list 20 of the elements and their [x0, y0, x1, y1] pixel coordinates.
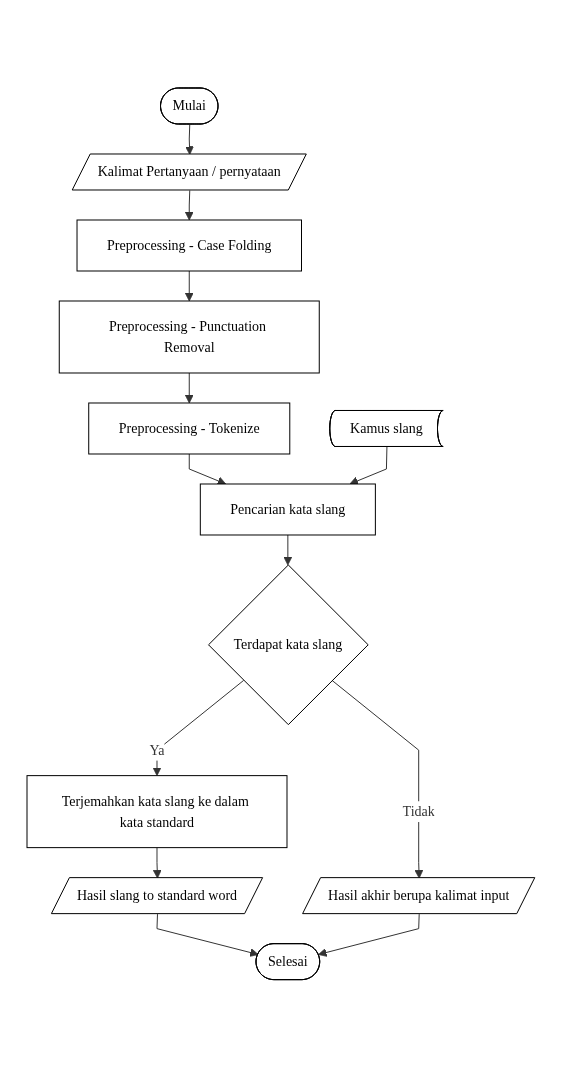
arrow: [184, 270, 194, 302]
arrow: [188, 453, 226, 486]
node-box: Preprocessing - Punctuation Removal: [58, 300, 320, 374]
node-box: Preprocessing - Tokenize: [87, 402, 290, 455]
arrow: [184, 124, 194, 156]
node-box: Pencarian kata slang: [199, 483, 376, 536]
arrow: [184, 190, 194, 221]
arrow: [349, 446, 388, 486]
arrow: [152, 680, 244, 777]
node-box: Preprocessing - Case Folding: [76, 219, 302, 272]
arrow: [152, 847, 162, 879]
edge-label: Tidak: [402, 804, 435, 820]
arrow: [184, 372, 194, 404]
edge-label: Ya: [149, 742, 165, 758]
arrow: [156, 913, 259, 957]
node-diamond: Terdapat kata slang: [207, 564, 369, 726]
arrow: [317, 913, 420, 957]
arrow: [331, 680, 423, 879]
node-box: Terjemahkan kata slang ke dalam kata standard: [26, 775, 288, 849]
arrow: [283, 534, 292, 566]
